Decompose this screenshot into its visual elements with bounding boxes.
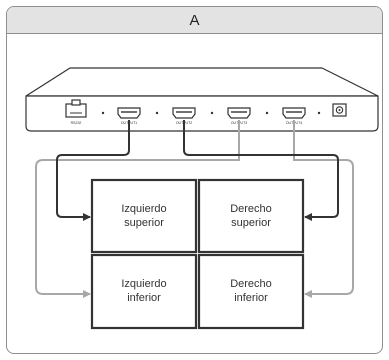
- separator-dot: [155, 111, 159, 115]
- screen-top-right-label-line2: superior: [231, 217, 271, 229]
- panel-letter: A: [189, 11, 200, 29]
- hdmi-port-output2-icon: [172, 107, 196, 119]
- hdmi-port-output4-icon: [282, 107, 306, 119]
- separator-dot: [317, 111, 321, 115]
- separator-dot: [101, 111, 105, 115]
- panel-header: A: [7, 7, 382, 34]
- screen-bottom-right-label-line2: inferior: [234, 292, 268, 304]
- screen-bottom-right-label-line1: Derecho: [230, 278, 272, 290]
- separator-dot: [210, 111, 214, 115]
- screen-bottom-left-label-line1: Izquierdo: [121, 278, 166, 290]
- screen-top-left-label-line1: Izquierdo: [121, 203, 166, 215]
- screen-bottom-left: [90, 253, 198, 330]
- screen-top-left: [90, 178, 198, 254]
- cable-output4-to-bottom-right: [293, 120, 354, 298]
- hdmi-port-output3-icon: [227, 107, 251, 119]
- separator-dot: [265, 111, 269, 115]
- screen-top-right: [197, 178, 305, 254]
- screen-top-right-label-line1: Derecho: [230, 203, 272, 215]
- rs232-port-icon: [65, 99, 87, 118]
- hdmi-port-output1-icon: [117, 107, 141, 119]
- rs232-port-label: RS232: [71, 121, 82, 125]
- screen-bottom-left-label-line2: inferior: [127, 292, 161, 304]
- splitter-device: [25, 67, 379, 132]
- screen-top-left-label-line2: superior: [124, 217, 164, 229]
- power-port-icon: [332, 103, 347, 117]
- screen-bottom-right: [197, 253, 305, 330]
- cable-output1-to-top-left: [56, 120, 130, 221]
- cable-output3-to-bottom-left: [35, 120, 240, 298]
- cable-output2-to-top-right: [183, 120, 339, 221]
